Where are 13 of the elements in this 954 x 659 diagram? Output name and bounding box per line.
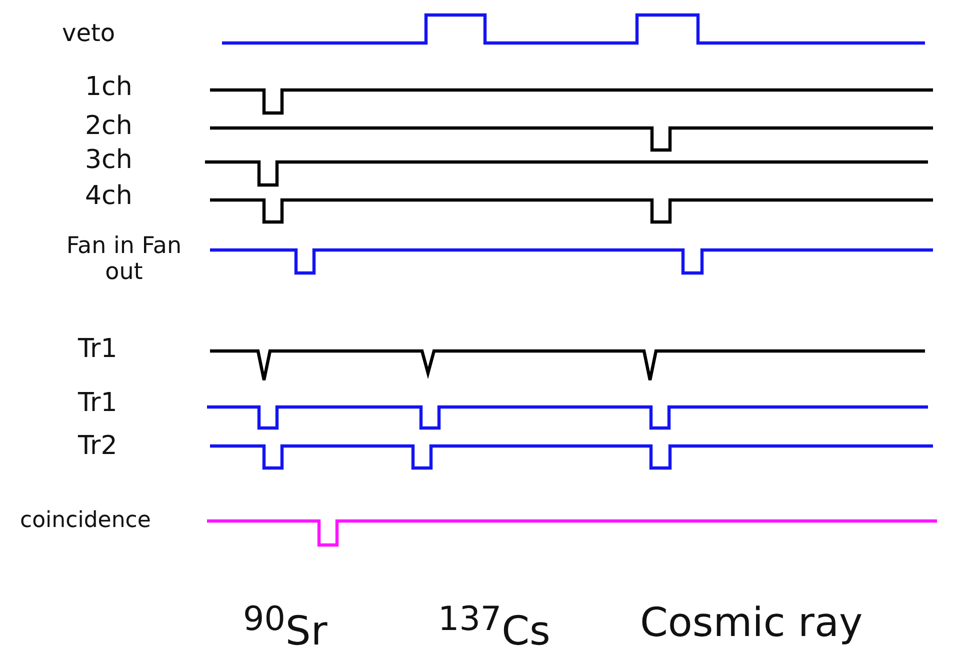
signal-label: Tr2: [78, 432, 118, 462]
signal-label: Fan in Fan out: [65, 233, 183, 286]
signal-label: Tr1: [78, 389, 118, 419]
source-label: $^{137}$Cs: [438, 600, 550, 654]
signal-label: 2ch: [85, 112, 132, 142]
signal-label: Tr1: [78, 335, 118, 365]
signal-label: 1ch: [85, 73, 132, 103]
source-label: $^{90}$Sr: [243, 600, 328, 654]
signal-label: 4ch: [85, 182, 132, 212]
signal-label: 3ch: [85, 146, 132, 176]
signal-label: veto: [62, 20, 112, 48]
source-label: Cosmic ray: [640, 600, 863, 646]
signal-label: coincidence: [20, 508, 151, 534]
